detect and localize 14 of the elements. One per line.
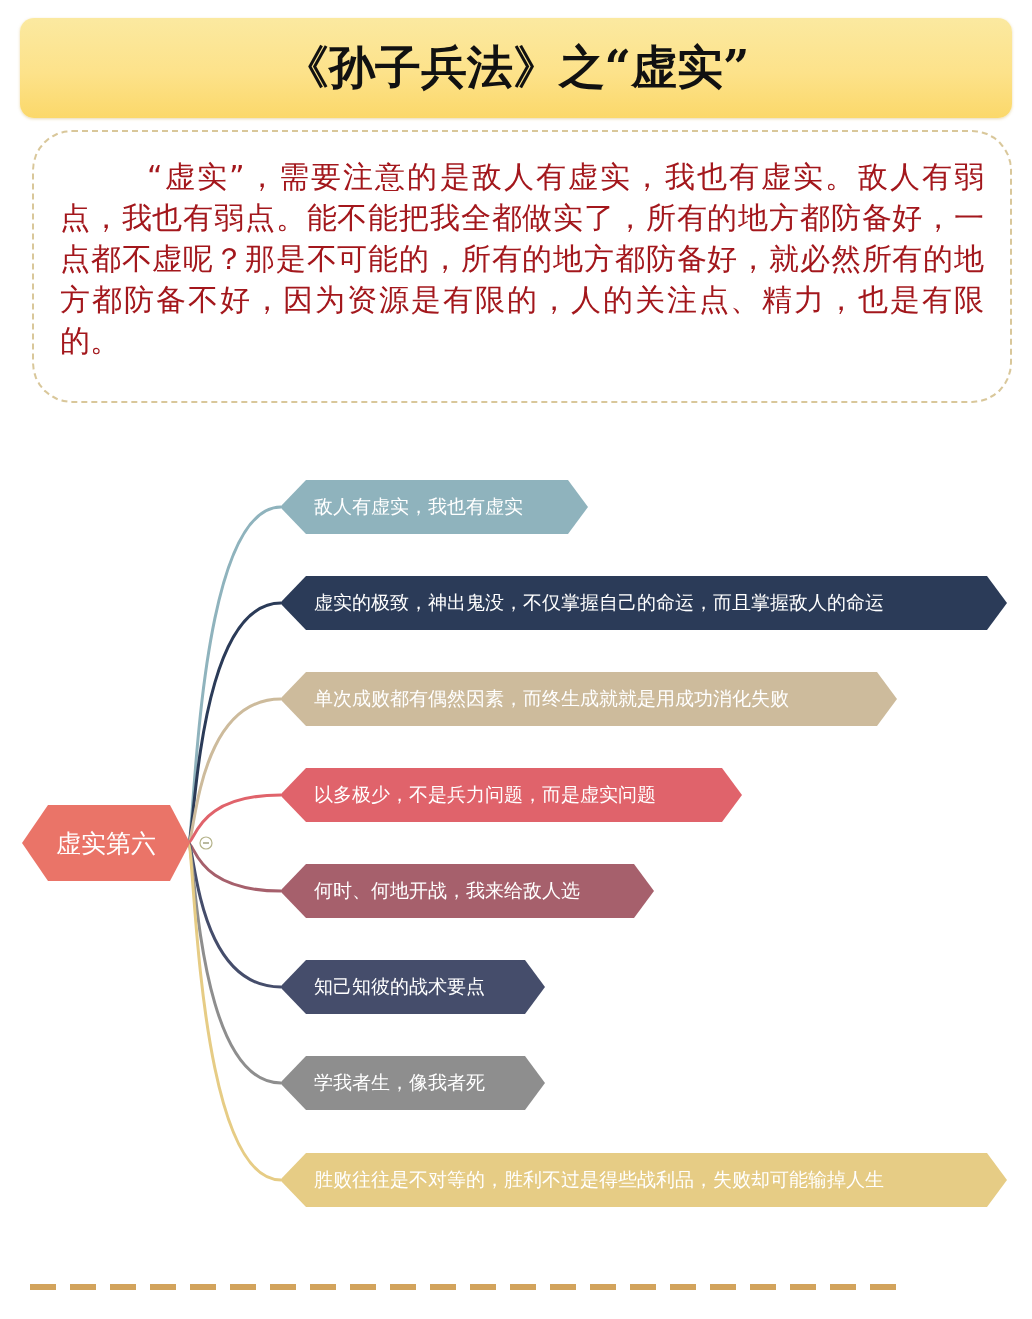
title-text: 《孙子兵法》之“虚实” <box>282 39 750 96</box>
branch-topic-text: 知己知彼的战术要点 <box>314 974 485 999</box>
branch-topic-text: 以多极少，不是兵力问题，而是虚实问题 <box>314 782 656 807</box>
text-panel <box>32 130 1012 403</box>
branch-topic-text: 何时、何地开战，我来给敌人选 <box>314 878 580 903</box>
branch-topic-text: 单次成败都有偶然因素，而终生成就就是用成功消化失败 <box>314 686 789 711</box>
branch-topic-text: 胜败往往是不对等的，胜利不过是得些战利品，失败却可能输掉人生 <box>314 1167 884 1192</box>
branch-connector <box>187 793 282 845</box>
branch-connector <box>186 842 282 1182</box>
central-topic-text: 虚实第六 <box>56 827 156 860</box>
branch-topic-text: 敌人有虚实，我也有虚实 <box>314 494 523 519</box>
intro-paragraph: “虚实”，需要注意的是敌人有虚实，我也有虚实。敌人有弱点，我也有弱点。能不能把我全都做实了，所有的地方都防备好，一点都不虚呢？那是不可能的，所有的地方都防备好，就必然所有的地方都防备不好，因为资源是有限的，人的关注点、精力，也是有限的。 <box>60 158 984 360</box>
branch-topic-text: 学我者生，像我者死 <box>314 1070 485 1095</box>
branch-topic-text: 虚实的极致，神出鬼没，不仅掌握自己的命运，而且掌握敌人的命运 <box>314 590 884 615</box>
